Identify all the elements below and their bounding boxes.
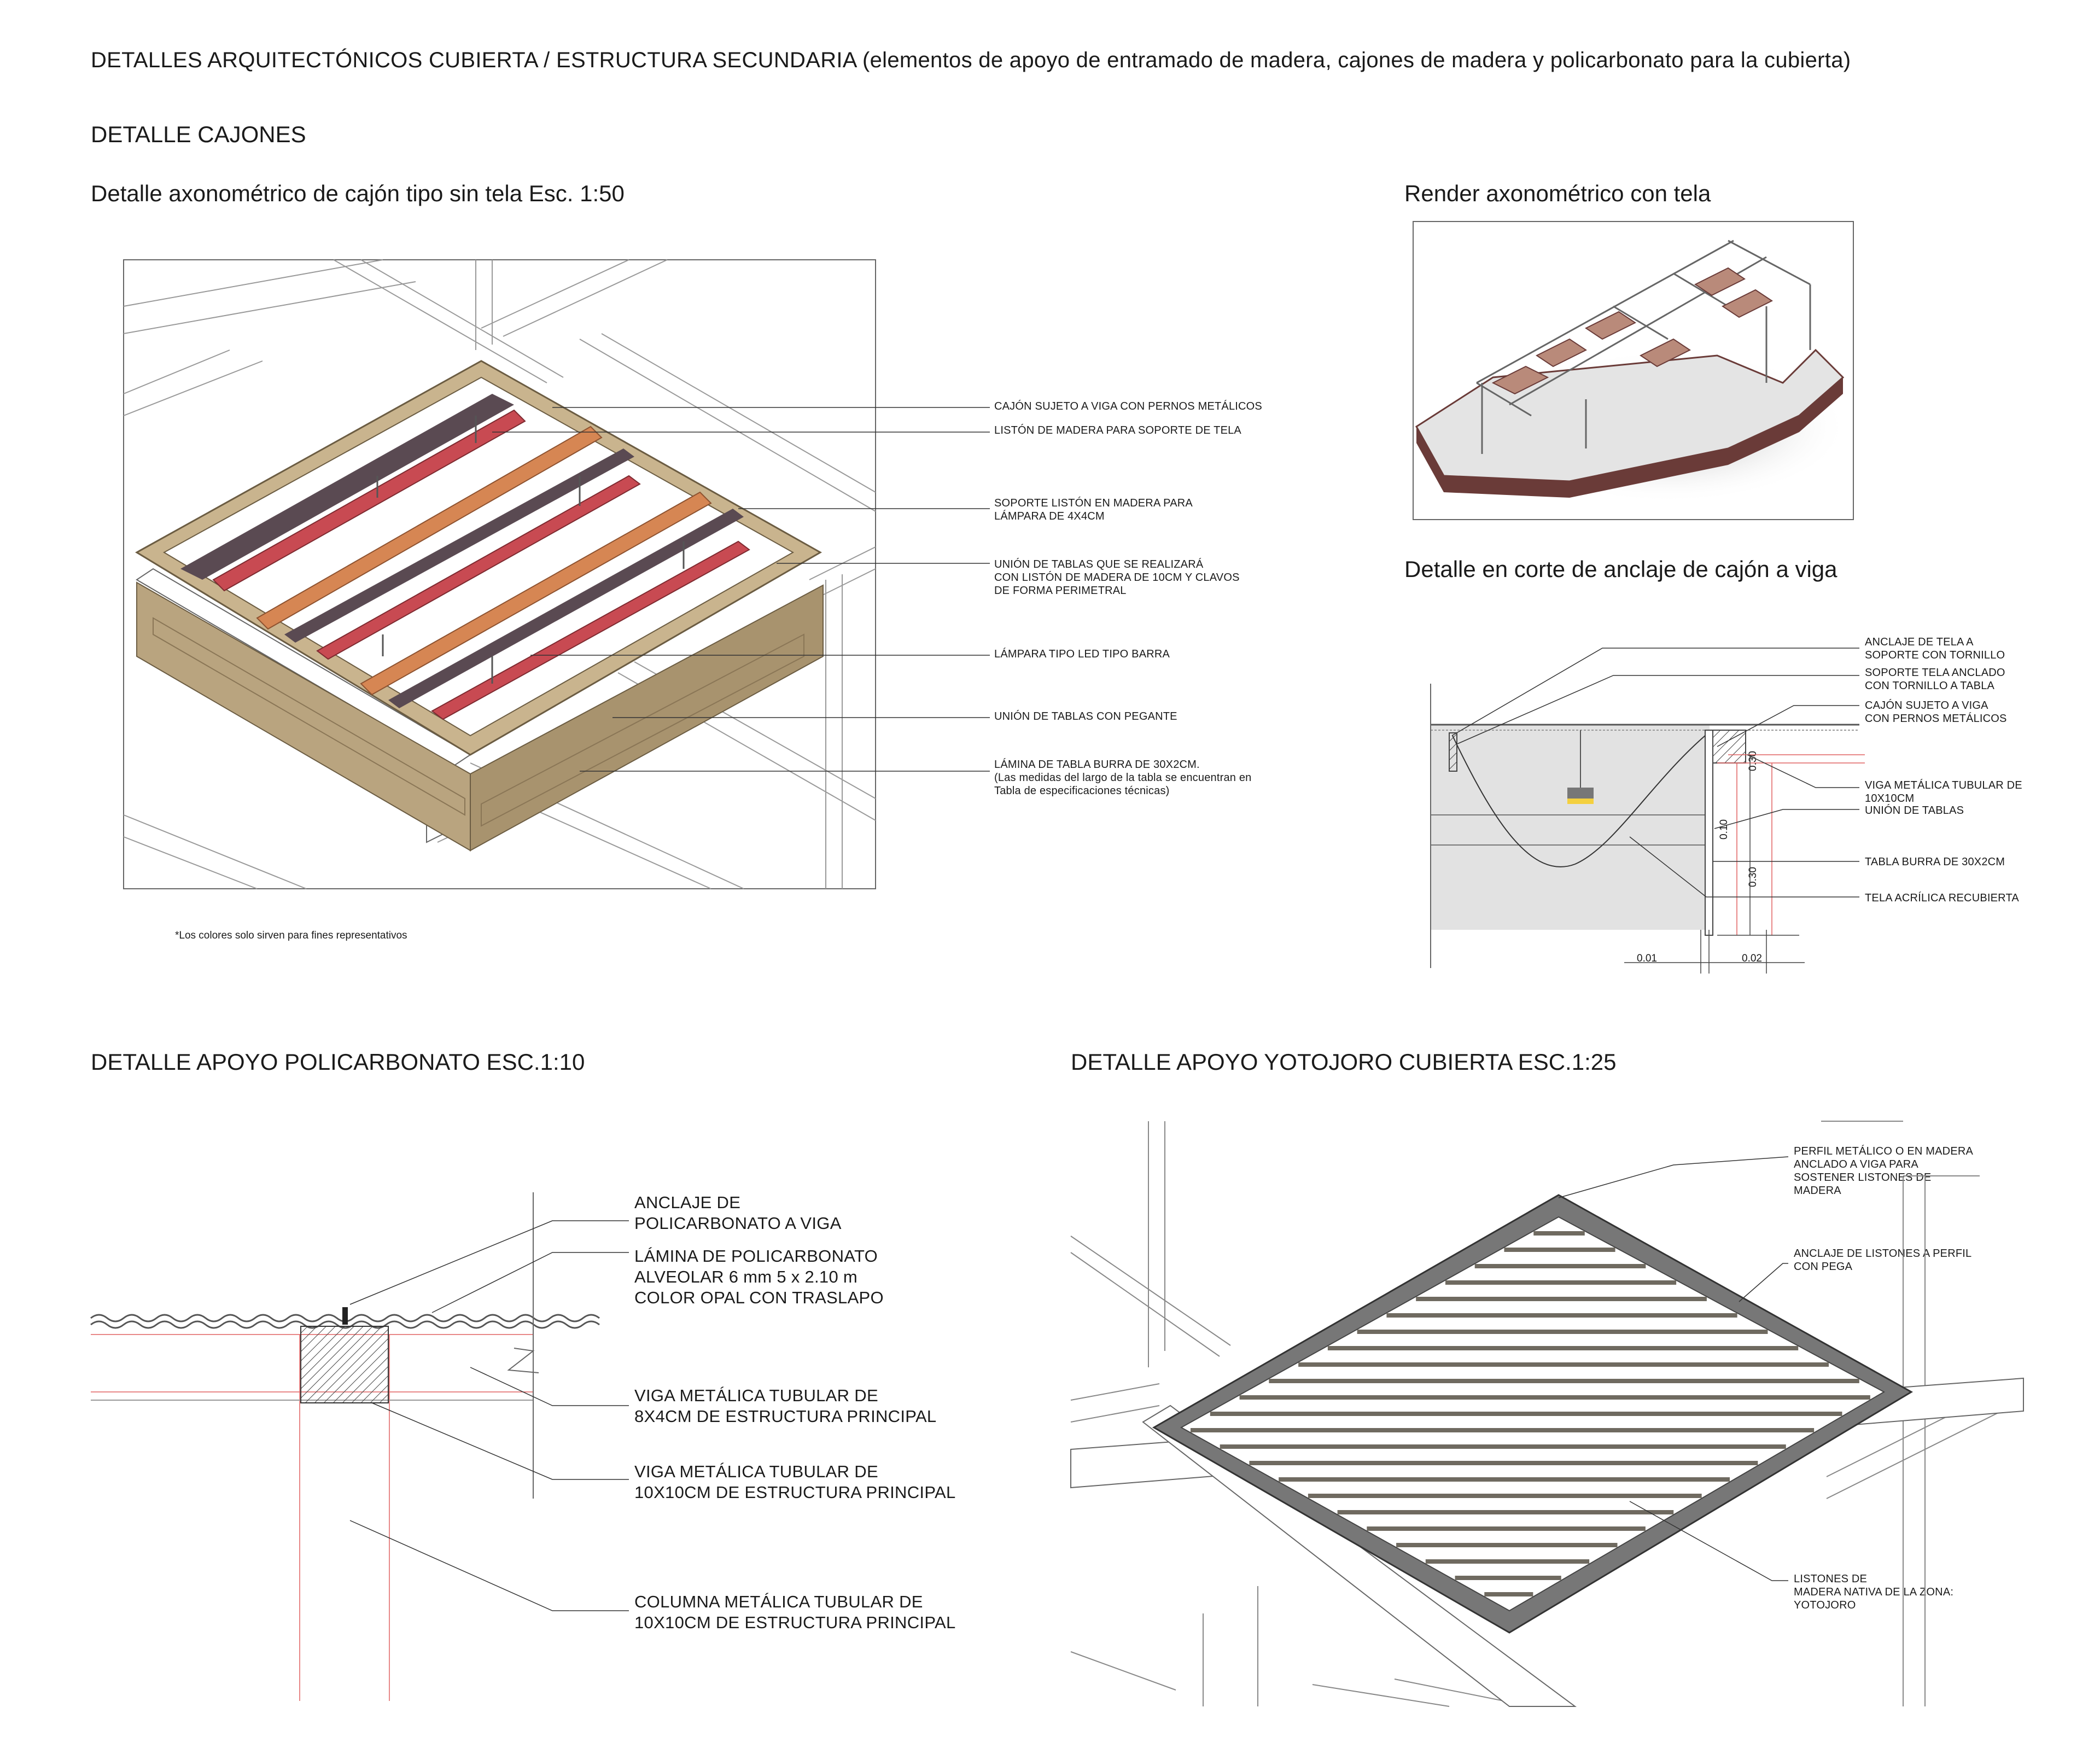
axo-title: Detalle axonométrico de cajón tipo sin t… <box>91 180 625 206</box>
corte-fill <box>1431 725 1710 930</box>
axo-label-6: UNIÓN DE TABLAS CON PEGANTE <box>994 710 1177 722</box>
render-drawing <box>1413 221 1854 520</box>
policarbonato-title: DETALLE APOYO POLICARBONATO ESC.1:10 <box>91 1049 585 1075</box>
section-title-cajones: DETALLE CAJONES <box>91 121 306 147</box>
axo-leaders <box>492 407 990 772</box>
yotojoro-title: DETALLE APOYO YOTOJORO CUBIERTA ESC.1:25 <box>1071 1049 1617 1075</box>
axo-label-2: LISTÓN DE MADERA PARA SOPORTE DE TELA <box>994 424 1241 436</box>
axo-label-5: LÁMPARA TIPO LED TIPO BARRA <box>994 648 1170 660</box>
render-title: Render axonométrico con tela <box>1404 180 1711 206</box>
policarbonato-drawing <box>90 1192 629 1701</box>
axo-label-7: LÁMINA DE TABLA BURRA DE 30X2CM.(Las med… <box>994 759 1252 797</box>
yotojoro-drawing <box>1070 1121 2024 1707</box>
page-title: DETALLES ARQUITECTÓNICOS CUBIERTA / ESTR… <box>91 48 1851 72</box>
yoto-leaders <box>1558 1156 1789 1581</box>
corte-drawing <box>1430 648 1865 974</box>
yoto-slats <box>1190 1231 1870 1596</box>
corte-label-5: UNIÓN DE TABLAS <box>1865 805 1964 817</box>
corte-label-6: TABLA BURRA DE 30X2CM <box>1865 856 2005 868</box>
lamp-hangers <box>376 416 685 684</box>
dim-001: 0.01 <box>1637 953 1657 964</box>
corte-title: Detalle en corte de anclaje de cajón a v… <box>1404 556 1838 582</box>
axo-frame <box>123 259 876 889</box>
box-battens <box>180 394 750 720</box>
tela-curve <box>1452 735 1706 867</box>
corte-label-7: TELA ACRÍLICA RECUBIERTA <box>1865 892 2019 904</box>
box-inner <box>162 376 795 737</box>
axo-label-1: CAJÓN SUJETO A VIGA CON PERNOS METÁLICOS <box>994 400 1262 412</box>
poli-beam-section <box>300 1326 389 1403</box>
poli-leaders <box>349 1220 629 1611</box>
corte-tabla <box>1705 730 1713 936</box>
dim-002: 0.02 <box>1742 953 1762 964</box>
corte-leaders <box>1451 648 1859 898</box>
axo-note: *Los colores solo sirven para fines repr… <box>175 930 407 941</box>
axo-drawing <box>123 259 990 889</box>
